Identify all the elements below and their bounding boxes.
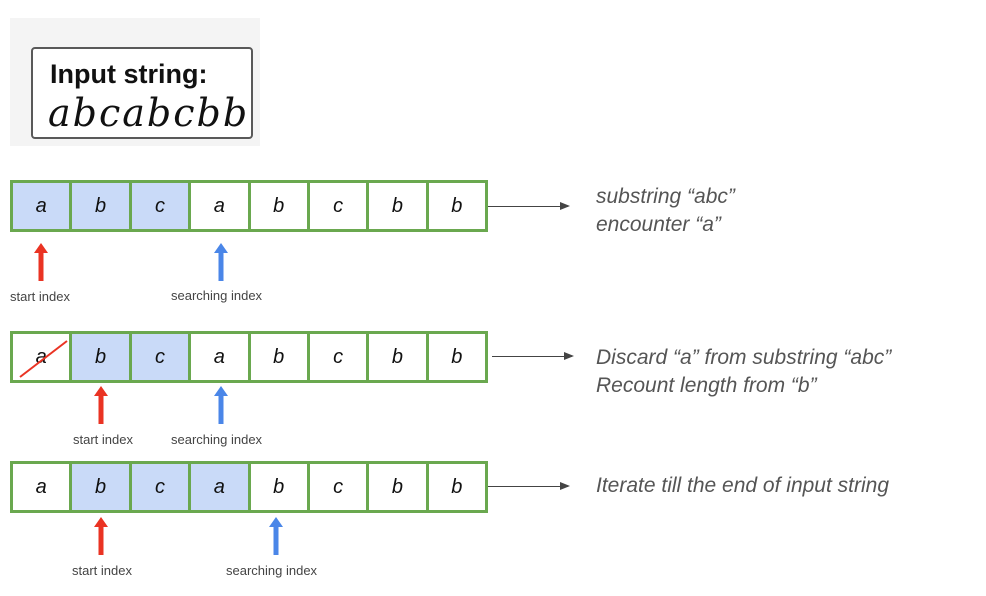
connector-arrow xyxy=(488,482,570,490)
char-cell: c xyxy=(310,183,370,229)
start-index-label: start index xyxy=(10,289,70,304)
char-cell: c xyxy=(131,334,192,380)
note-line: Discard “a” from substring “abc” xyxy=(596,346,892,369)
input-string-value: abcabcbb xyxy=(48,91,250,135)
char-cell: b xyxy=(251,183,310,229)
char-cell: b xyxy=(72,334,132,380)
note-line: substring “abc” xyxy=(596,185,735,208)
char-cell: a xyxy=(13,183,73,229)
note-line: Iterate till the end of input string xyxy=(596,474,890,497)
input-string-box: Input string: abcabcbb xyxy=(31,47,253,139)
searching-index-label: searching index xyxy=(226,563,318,578)
char-cell: b xyxy=(451,345,463,368)
char-cell: c xyxy=(131,464,192,510)
char-cell: c xyxy=(310,464,370,510)
input-string-label: Input string: xyxy=(50,59,208,89)
start-index-arrow xyxy=(94,517,108,555)
char-cell: b xyxy=(369,464,429,510)
searching-index-arrow xyxy=(269,517,283,555)
start-index-arrow xyxy=(34,243,48,281)
searching-index-label: searching index xyxy=(171,288,263,303)
char-cell: c xyxy=(310,334,370,380)
strikethrough-line xyxy=(19,340,68,378)
char-cell: a xyxy=(13,464,73,510)
char-cell: b xyxy=(72,183,132,229)
char-cell-struck: a xyxy=(13,334,73,380)
char-cell: b xyxy=(369,334,429,380)
char-cell: a xyxy=(191,464,251,510)
note-row-3: Iterate till the end of input string xyxy=(596,472,889,500)
string-row-2: a b c a b c b b xyxy=(10,331,488,383)
note-line: Recount length from “b” xyxy=(596,374,817,397)
searching-index-arrow xyxy=(214,243,228,281)
start-index-arrow xyxy=(94,386,108,424)
char-cell: a xyxy=(191,183,251,229)
note-row-1: substring “abc” encounter “a” xyxy=(596,183,735,239)
start-index-label: start index xyxy=(73,432,133,447)
char-text: a xyxy=(35,345,47,368)
char-cell: b xyxy=(251,464,310,510)
connector-arrow xyxy=(492,352,574,360)
note-row-2: Discard “a” from substring “abc” Recount… xyxy=(596,344,891,400)
char-cell: b xyxy=(72,464,132,510)
note-line: encounter “a” xyxy=(596,213,721,236)
searching-index-arrow xyxy=(214,386,228,424)
string-row-3: a b c a b c b b xyxy=(10,461,488,513)
char-cell: b xyxy=(369,183,429,229)
string-row-1: a b c a b c b b xyxy=(10,180,488,232)
start-index-label: start index xyxy=(72,563,132,578)
searching-index-label: searching index xyxy=(171,432,263,447)
char-cell: c xyxy=(131,183,192,229)
char-cell: a xyxy=(191,334,251,380)
char-cell: b xyxy=(451,194,463,217)
connector-arrow xyxy=(488,202,570,210)
char-cell: b xyxy=(451,475,463,498)
char-cell: b xyxy=(251,334,310,380)
